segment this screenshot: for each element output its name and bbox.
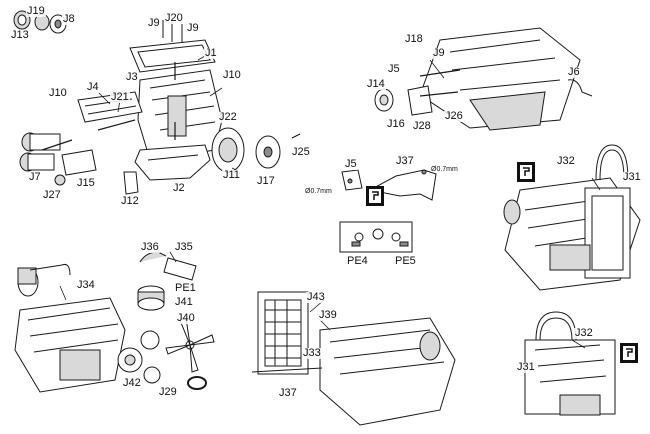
part-label-J14: J14 <box>366 78 386 90</box>
part-label-J37-a: J37 <box>395 155 415 167</box>
radiator-detail-bottom <box>524 311 616 416</box>
part-label-J28: J28 <box>412 120 432 132</box>
part-label-J5-b: J5 <box>344 158 358 170</box>
photo-etch-bend-icon <box>366 186 384 206</box>
part-label-J1: J1 <box>204 47 218 59</box>
part-label-J21: J21 <box>110 91 130 103</box>
part-label-J27: J27 <box>42 189 62 201</box>
part-label-PE4: PE4 <box>346 255 369 267</box>
part-label-J12: J12 <box>120 195 140 207</box>
part-label-J32-b: J32 <box>574 327 594 339</box>
part-label-J9-b: J9 <box>186 22 200 34</box>
engine-with-radiator <box>503 144 641 291</box>
part-label-J10-a: J10 <box>222 69 242 81</box>
part-label-J19: J19 <box>26 5 46 17</box>
part-label-J18: J18 <box>404 33 424 45</box>
part-label-J25: J25 <box>291 146 311 158</box>
part-label-J31-a: J31 <box>622 171 642 183</box>
part-label-J2: J2 <box>172 182 186 194</box>
part-label-J22: J22 <box>218 111 238 123</box>
part-label-J3: J3 <box>125 71 139 83</box>
part-label-J39: J39 <box>318 309 338 321</box>
part-label-J26: J26 <box>444 110 464 122</box>
photo-etch-bend-icon <box>620 343 638 363</box>
part-label-J8: J8 <box>62 13 76 25</box>
part-label-J29: J29 <box>158 386 178 398</box>
part-label-J15: J15 <box>76 177 96 189</box>
part-label-J37-b: J37 <box>278 387 298 399</box>
diameter-note-right: Ø0.7mm <box>431 166 458 173</box>
part-label-J20: J20 <box>164 12 184 24</box>
part-label-J40: J40 <box>176 312 196 324</box>
part-label-J10-b: J10 <box>48 87 68 99</box>
part-label-J41: J41 <box>174 296 194 308</box>
engine-bottom-center <box>251 291 456 426</box>
part-label-J35: J35 <box>174 241 194 253</box>
part-label-J16: J16 <box>386 118 406 130</box>
part-label-J36: J36 <box>140 241 160 253</box>
part-label-J31-b: J31 <box>516 361 536 373</box>
part-label-J43: J43 <box>306 291 326 303</box>
part-label-J11: J11 <box>222 169 241 181</box>
part-label-J9-c: J9 <box>432 47 446 59</box>
part-label-J34: J34 <box>76 279 96 291</box>
part-label-J4: J4 <box>86 81 100 93</box>
part-label-PE1: PE1 <box>174 282 197 294</box>
engine-block-exploded <box>19 20 301 195</box>
part-label-J33: J33 <box>302 347 322 359</box>
diameter-note-left: Ø0.7mm <box>305 188 332 195</box>
part-label-J5-a: J5 <box>387 63 401 75</box>
part-label-J13: J13 <box>10 29 30 41</box>
part-label-J7: J7 <box>28 171 42 183</box>
part-label-J42: J42 <box>122 377 142 389</box>
fan-blades <box>165 317 215 373</box>
part-label-J9-a: J9 <box>147 17 161 29</box>
part-label-PE5: PE5 <box>394 255 417 267</box>
engine-top-right <box>374 27 593 131</box>
part-label-J17: J17 <box>256 175 276 187</box>
part-label-J6: J6 <box>567 66 581 78</box>
engine-bottom-left <box>14 251 215 393</box>
part-label-J32-a: J32 <box>556 155 576 167</box>
photo-etch-bend-icon <box>517 162 535 182</box>
linkage-detail <box>339 169 437 253</box>
